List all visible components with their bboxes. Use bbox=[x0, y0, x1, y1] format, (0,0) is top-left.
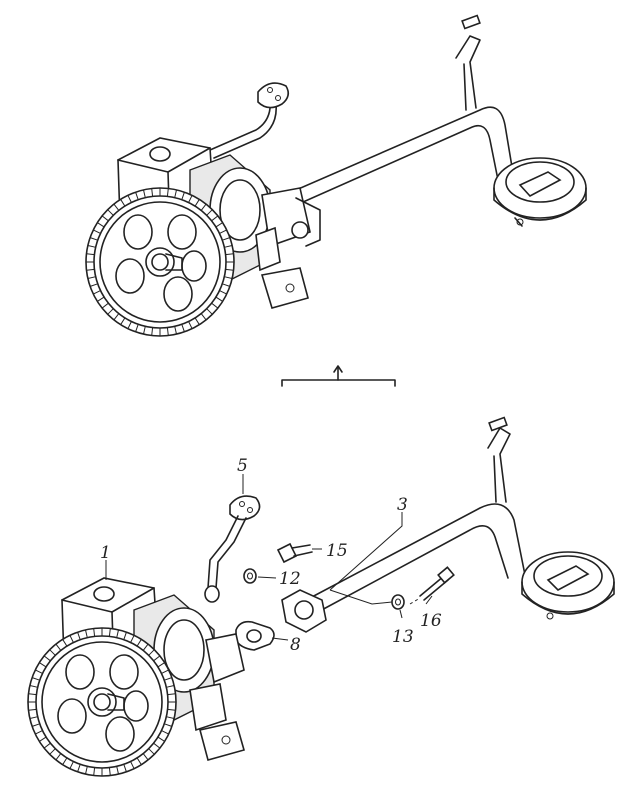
leader-lines bbox=[105, 474, 433, 641]
part-label-16: 16 bbox=[420, 611, 442, 631]
part-label-5: 5 bbox=[237, 456, 248, 476]
exploded-oil-pump bbox=[27, 416, 615, 777]
part-label-12: 12 bbox=[279, 569, 301, 589]
part-label-3: 3 bbox=[397, 495, 408, 515]
assembled-oil-pump bbox=[85, 14, 587, 337]
part-label-8: 8 bbox=[290, 635, 301, 655]
part-label-1: 1 bbox=[100, 543, 111, 563]
part-label-15: 15 bbox=[326, 541, 348, 561]
assembly-divider-bracket bbox=[281, 365, 396, 387]
part-label-13: 13 bbox=[392, 627, 414, 647]
